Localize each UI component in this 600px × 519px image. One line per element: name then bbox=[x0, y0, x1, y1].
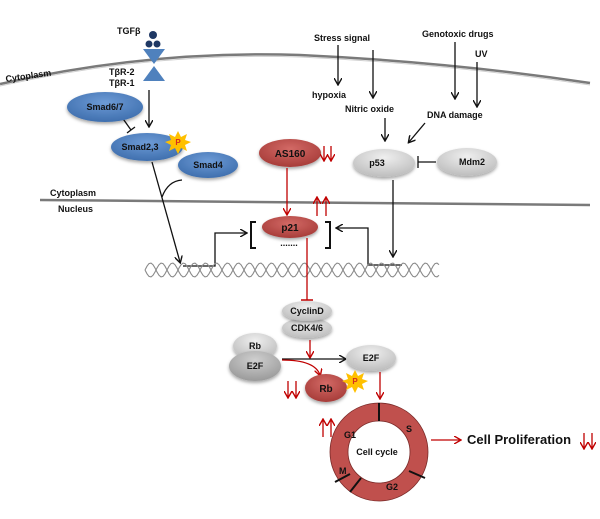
cell-cycle-ring bbox=[329, 402, 429, 502]
e2f-label: E2F bbox=[247, 361, 264, 371]
cell-cycle-label: Cell cycle bbox=[356, 447, 398, 457]
cytoplasm-label-nuclear: Cytoplasm bbox=[50, 188, 96, 198]
smad4-label: Smad4 bbox=[193, 160, 223, 170]
down-arrows-as160 bbox=[324, 146, 331, 160]
down-arrows-rb bbox=[288, 381, 296, 397]
cell-proliferation-label: Cell Proliferation bbox=[467, 432, 571, 447]
phase-m: M bbox=[339, 466, 347, 476]
up-arrows-p21 bbox=[317, 198, 326, 216]
nucleus-label: Nucleus bbox=[58, 204, 93, 214]
phospho-label-rb: P bbox=[352, 377, 358, 386]
rb-phospho-label: Rb bbox=[319, 384, 332, 395]
e2f-free-label: E2F bbox=[363, 353, 380, 363]
dna-damage-label: DNA damage bbox=[427, 110, 483, 120]
dna-strand-2 bbox=[144, 262, 440, 278]
phospho-badge-rb bbox=[342, 370, 368, 393]
rb-phospho-node bbox=[305, 374, 347, 402]
p21-dots: ....... bbox=[280, 238, 298, 248]
tbr2-label: TβR-2 bbox=[109, 67, 135, 77]
phase-s: S bbox=[406, 424, 412, 434]
hypoxia-label: hypoxia bbox=[312, 90, 347, 100]
uv-label: UV bbox=[475, 49, 488, 59]
dna-strand-1 bbox=[144, 262, 440, 278]
as160-label: AS160 bbox=[275, 149, 306, 160]
rb-label: Rb bbox=[249, 341, 261, 351]
phospho-label-smad: P bbox=[175, 138, 181, 147]
p21-label: p21 bbox=[281, 223, 299, 234]
phase-g1: G1 bbox=[344, 430, 356, 440]
as160-node bbox=[259, 139, 321, 167]
p21-node bbox=[262, 216, 318, 238]
plasma-membrane bbox=[0, 53, 591, 86]
cdk46-label: CDK4/6 bbox=[291, 323, 323, 333]
nuclear-membrane bbox=[39, 198, 591, 207]
e2f-free-node bbox=[346, 345, 396, 371]
smad67-node bbox=[67, 92, 143, 122]
mdm2-node bbox=[437, 148, 497, 176]
tgfb-label: TGFβ bbox=[117, 26, 141, 36]
mdm2-label: Mdm2 bbox=[459, 157, 485, 167]
smad23-node bbox=[111, 133, 183, 161]
dna-helix bbox=[144, 262, 440, 278]
cyclind-label: CyclinD bbox=[290, 306, 324, 316]
tbr1-label: TβR-1 bbox=[109, 78, 135, 88]
cdk46-node bbox=[282, 318, 332, 338]
stress-signal-label: Stress signal bbox=[314, 33, 370, 43]
down-arrows-proliferation bbox=[584, 433, 592, 448]
p53-label: p53 bbox=[369, 158, 385, 168]
cyclind-node bbox=[282, 301, 332, 321]
smad67-label: Smad6/7 bbox=[86, 102, 123, 112]
smad4-node bbox=[178, 152, 238, 178]
up-arrows-g1 bbox=[323, 420, 331, 437]
tgfb-receptor bbox=[143, 31, 165, 81]
cytoplasm-label-top: Cytoplasm bbox=[5, 68, 52, 84]
nitric-oxide-label: Nitric oxide bbox=[345, 104, 394, 114]
smad23-label: Smad2,3 bbox=[121, 142, 158, 152]
phospho-badge-smad bbox=[165, 131, 191, 154]
genotoxic-drugs-label: Genotoxic drugs bbox=[422, 29, 494, 39]
e2f-node bbox=[229, 351, 281, 381]
phase-g2: G2 bbox=[386, 482, 398, 492]
p53-node bbox=[353, 149, 415, 177]
